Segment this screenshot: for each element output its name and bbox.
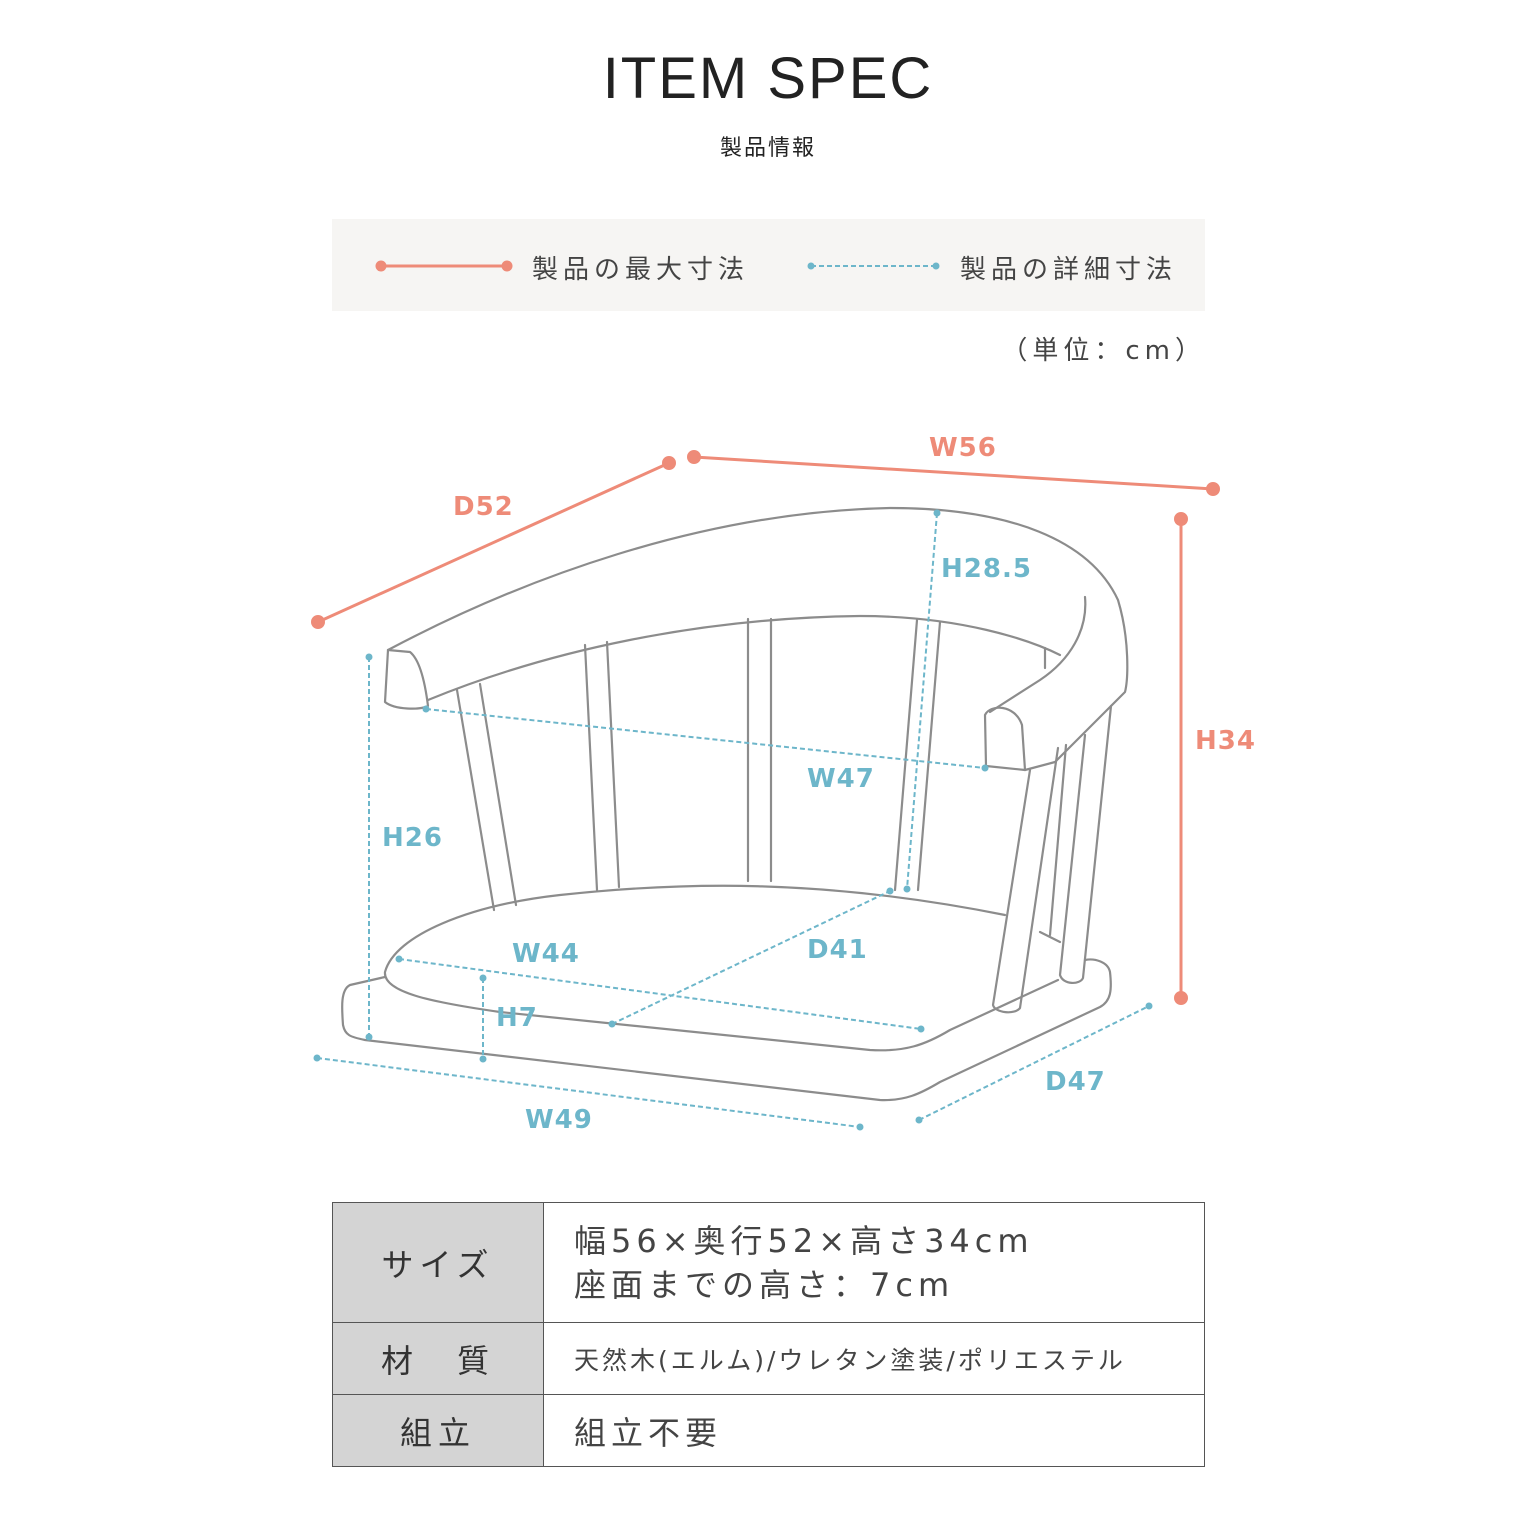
unit-note: （単位：cm） [1001,336,1206,366]
spec-table: サイズ 幅56×奥行52×高さ34cm 座面までの高さ：7cm 材 質 天然木(… [332,1202,1205,1467]
label-h285: H28.5 [941,554,1032,584]
legend-max-label: 製品の最大寸法 [532,255,750,285]
rear-leg [1058,704,1113,984]
spec-value-assembly: 組立不要 [543,1394,1205,1467]
label-d41: D41 [807,935,868,965]
dim-w47-line [425,708,986,769]
page-title: ITEM SPEC [602,46,934,111]
base [341,958,1112,1102]
right-arm-inner [988,595,1087,714]
spec-label-size: サイズ [332,1202,544,1323]
legend-detail-label: 製品の詳細寸法 [960,255,1178,285]
label-d52: D52 [453,492,514,522]
legend-lines [375,260,940,272]
spindle [893,618,942,892]
max-dimension-lines [311,450,1220,1005]
label-w47: W47 [807,764,875,794]
legend: 製品の最大寸法 製品の詳細寸法 [332,219,1205,311]
dim-d52-line [317,461,670,624]
spec-row-size: サイズ 幅56×奥行52×高さ34cm 座面までの高さ：7cm [332,1202,1205,1323]
spec-value-material: 天然木(エルム)/ウレタン塗装/ポリエステル [543,1322,1205,1395]
dim-d41-line [611,890,891,1025]
spindle [746,617,773,883]
detail-dimension-legend-line [807,262,940,270]
label-h34: H34 [1195,726,1256,756]
right-arm-end [983,706,1027,772]
label-w56: W56 [929,433,997,463]
dim-d47-line [918,1005,1150,1121]
left-arm-end [383,648,430,710]
spec-value-seat-height: 座面までの高さ：7cm [574,1265,955,1304]
spec-row-material: 材 質 天然木(エルム)/ウレタン塗装/ポリエステル [332,1322,1205,1395]
spec-row-assembly: 組立 組立不要 [332,1394,1205,1467]
page-subtitle: 製品情報 [719,136,816,161]
chair-outline [341,506,1129,1102]
dim-w56-line [693,455,1214,491]
spindle [583,640,621,892]
label-w44: W44 [512,939,580,969]
max-dimension-legend-line [375,260,513,272]
backrest-inner [426,614,1062,702]
dim-w49-line [316,1057,861,1128]
label-w49: W49 [525,1105,593,1135]
seat-cushion [383,884,1062,1052]
spec-label-assembly: 組立 [332,1394,544,1467]
label-h26: H26 [382,823,443,853]
detail-dimension-lines [316,512,1150,1128]
rear-leg-inner [1048,743,1068,937]
backrest [386,506,1129,772]
detail-dimension-dots [313,509,1153,1131]
spindle [455,682,518,912]
spec-label-material: 材 質 [332,1322,544,1395]
label-d47: D47 [1045,1067,1106,1097]
dim-w44-line [398,958,922,1030]
dim-h285-line [906,512,938,890]
spec-value-size-dimensions: 幅56×奥行52×高さ34cm [574,1221,1034,1260]
front-leg [991,746,1060,1014]
label-h7: H7 [496,1003,538,1033]
